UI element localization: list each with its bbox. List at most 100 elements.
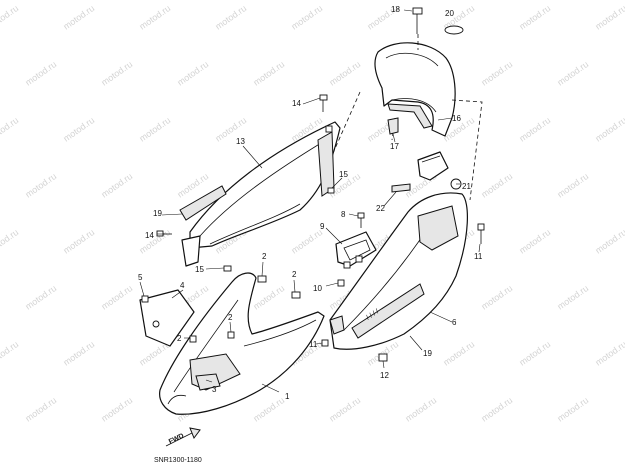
part-screw-5: [141, 295, 149, 303]
callout-1: 1: [285, 392, 290, 401]
callout-10: 10: [313, 284, 322, 293]
watermark-text: motod.ru: [251, 395, 286, 424]
callout-2-a: 2: [262, 252, 267, 261]
fwd-arrow: [165, 427, 201, 447]
callout-12: 12: [380, 371, 389, 380]
part-panel-19-left: [179, 185, 227, 267]
watermark-text: motod.ru: [137, 3, 172, 32]
part-grip-9: [335, 231, 377, 269]
part-grommet-20: [444, 25, 464, 35]
watermark-text: motod.ru: [479, 171, 514, 200]
callout-2-c: 2: [177, 334, 182, 343]
callout-14-upper: 14: [292, 99, 301, 108]
watermark-text: motod.ru: [0, 227, 20, 256]
callout-18: 18: [391, 5, 400, 14]
watermark-text: motod.ru: [517, 3, 552, 32]
part-rear-upper-cowl: [374, 42, 456, 137]
watermark-text: motod.ru: [137, 227, 172, 256]
callout-5: 5: [138, 273, 143, 282]
part-3: [195, 373, 221, 391]
fwd-label: FWD: [168, 433, 185, 446]
part-bolt-2-c: [189, 335, 197, 343]
watermark-text: motod.ru: [251, 283, 286, 312]
watermark-text: motod.ru: [99, 395, 134, 424]
part-bracket-17: [387, 117, 399, 135]
watermark-text: motod.ru: [99, 283, 134, 312]
callout-13: 13: [236, 137, 245, 146]
watermark-text: motod.ru: [61, 115, 96, 144]
leader-lines: [139, 97, 481, 393]
callout-17: 17: [390, 142, 399, 151]
callout-15-upper: 15: [339, 170, 348, 179]
part-screw-18: [403, 7, 423, 34]
watermark-text: motod.ru: [61, 339, 96, 368]
watermark-text: motod.ru: [327, 395, 362, 424]
part-cover-21: [417, 151, 462, 190]
watermark-text: motod.ru: [99, 171, 134, 200]
callout-22: 22: [376, 204, 385, 213]
watermark-text: motod.ru: [289, 3, 324, 32]
callout-8: 8: [341, 210, 346, 219]
watermark-text: motod.ru: [479, 283, 514, 312]
watermark-text: motod.ru: [479, 59, 514, 88]
watermark-text: motod.ru: [23, 171, 58, 200]
part-screw-14-upper: [319, 94, 328, 112]
callout-6: 6: [452, 318, 457, 327]
callout-2-d: 2: [228, 313, 233, 322]
callout-11-left: 11: [309, 340, 318, 349]
watermark-text: motod.ru: [479, 395, 514, 424]
callout-15-lower: 15: [195, 265, 204, 274]
callout-14-left: 14: [145, 231, 154, 240]
part-screw-8: [357, 212, 365, 228]
watermark-text: motod.ru: [517, 115, 552, 144]
watermark-text: motod.ru: [23, 283, 58, 312]
watermark-text: motod.ru: [517, 339, 552, 368]
watermark-text: motod.ru: [555, 171, 590, 200]
watermark-text: motod.ru: [61, 227, 96, 256]
part-clip-15-upper: [327, 187, 335, 194]
drawing-code: SNR1300-1180: [154, 457, 202, 464]
callout-3: 3: [212, 385, 217, 394]
watermark-text: motod.ru: [23, 59, 58, 88]
part-side-cover-left: [189, 121, 341, 249]
watermark-text: motod.ru: [593, 3, 625, 32]
part-bracket-22: [391, 183, 411, 193]
watermark-text: motod.ru: [61, 3, 96, 32]
watermark-text: motod.ru: [593, 227, 625, 256]
callout-labels: 1 2 2 2 2 3 4 5 6 8 9 10 11 11 12 13 14 …: [138, 5, 483, 401]
watermark-text: motod.ru: [593, 339, 625, 368]
watermark-text: motod.ru: [555, 395, 590, 424]
part-clip-12: [378, 353, 388, 362]
watermark-text: motod.ru: [403, 395, 438, 424]
callout-4: 4: [180, 281, 185, 290]
watermark-text: motod.ru: [517, 227, 552, 256]
part-screw-11-right: [477, 223, 485, 244]
callout-19-left: 19: [153, 209, 162, 218]
watermark-text: motod.ru: [213, 3, 248, 32]
watermark-text: motod.ru: [289, 227, 324, 256]
callout-2-b: 2: [292, 270, 297, 279]
callout-20: 20: [445, 9, 454, 18]
part-bolt-2-d: [227, 331, 235, 339]
watermark-text: motod.ru: [593, 115, 625, 144]
watermark-text: motod.ru: [251, 59, 286, 88]
watermark-text: motod.ru: [327, 59, 362, 88]
watermark-text: motod.ru: [137, 115, 172, 144]
callout-19-right: 19: [423, 349, 432, 358]
callout-11-right: 11: [474, 252, 483, 261]
watermark-text: motod.ru: [555, 283, 590, 312]
watermark-text: motod.ru: [0, 339, 20, 368]
callout-16: 16: [452, 114, 461, 123]
part-screw-11-left: [321, 339, 329, 347]
part-clip-15-lower: [223, 265, 232, 272]
part-screw-10: [325, 279, 345, 287]
part-bolt-2-a: [257, 275, 267, 283]
part-bolt-2-b: [291, 291, 301, 299]
watermark-text: motod.ru: [0, 115, 20, 144]
callout-9: 9: [320, 222, 325, 231]
callout-21: 21: [462, 182, 471, 191]
part-side-cover-right: / / / /: [329, 192, 468, 350]
